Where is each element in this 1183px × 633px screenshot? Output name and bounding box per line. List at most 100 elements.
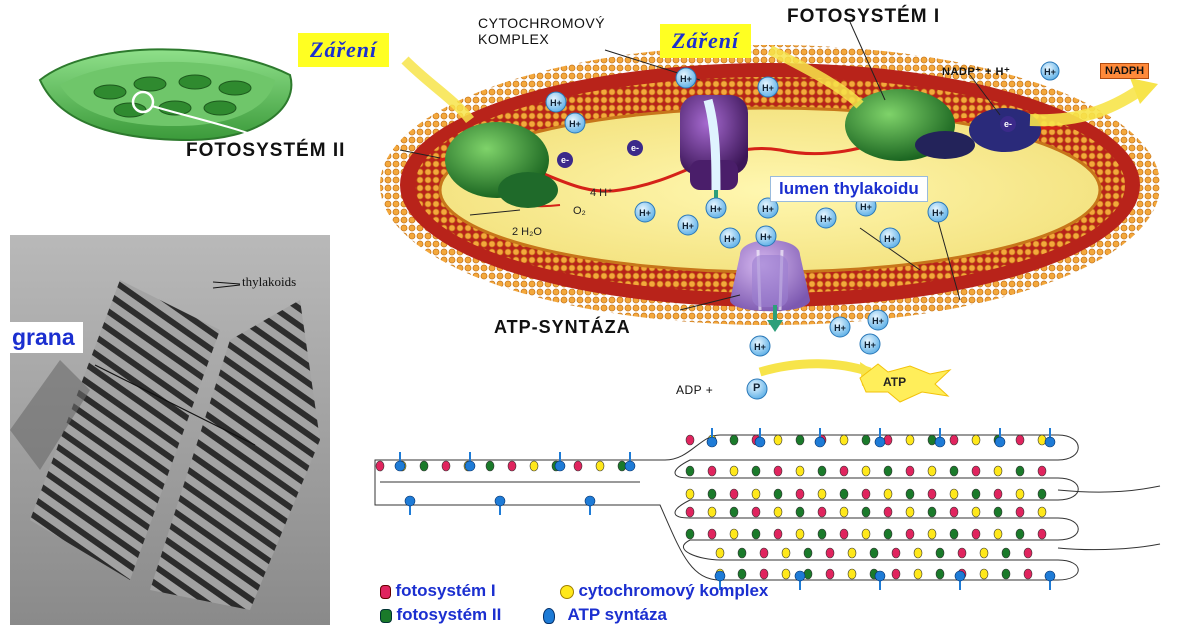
phosphate-label: P (753, 382, 760, 394)
membrane-protein-marker (804, 569, 812, 579)
membrane-protein-marker (782, 548, 790, 558)
membrane-protein-marker (950, 507, 958, 517)
membrane-protein-marker (730, 435, 738, 445)
membrane-protein-marker (848, 569, 856, 579)
oxygen-label: O₂ (573, 205, 586, 217)
membrane-protein-marker (686, 466, 694, 476)
membrane-protein-marker (936, 548, 944, 558)
membrane-protein-marker (782, 569, 790, 579)
membrane-protein-marker (1024, 569, 1032, 579)
membrane-protein-marker (884, 466, 892, 476)
membrane-protein-marker (906, 489, 914, 499)
atp-synthase-marker (585, 496, 595, 515)
membrane-protein-marker (818, 489, 826, 499)
membrane-protein-marker (1038, 489, 1046, 499)
membrane-protein-marker (950, 489, 958, 499)
membrane-protein-marker (972, 529, 980, 539)
legend-item-photosystem-i: fotosystém I (380, 581, 496, 601)
atp-synthase-label: ATP-SYNTÁZA (494, 317, 631, 338)
membrane-protein-marker (980, 548, 988, 558)
membrane-protein-marker (420, 461, 428, 471)
atp-synthase-marker (1045, 428, 1055, 447)
membrane-protein-marker (884, 435, 892, 445)
membrane-protein-marker (796, 435, 804, 445)
membrane-protein-marker (972, 489, 980, 499)
membrane-protein-marker (906, 435, 914, 445)
membrane-protein-marker (774, 466, 782, 476)
membrane-protein-marker (1038, 507, 1046, 517)
membrane-protein-marker (884, 507, 892, 517)
membrane-protein-marker (796, 466, 804, 476)
membrane-protein-marker (730, 489, 738, 499)
membrane-protein-marker (760, 548, 768, 558)
legend-label: cytochromový komplex (578, 581, 768, 600)
atp-synthase-marker (795, 571, 805, 590)
membrane-protein-marker (884, 489, 892, 499)
membrane-protein-marker (774, 435, 782, 445)
membrane-protein-marker (1038, 435, 1046, 445)
membrane-protein-marker (826, 569, 834, 579)
membrane-protein-marker (738, 569, 746, 579)
membrane-protein-marker (862, 435, 870, 445)
atp-synthase-marker (405, 496, 415, 515)
photosystem-ii-label: FOTOSYSTÉM II (186, 140, 345, 162)
membrane-protein-marker (708, 507, 716, 517)
membrane-protein-marker (730, 529, 738, 539)
membrane-protein-marker (906, 507, 914, 517)
cytochrome-complex-label: CYTOCHROMOVÝ KOMPLEX (478, 15, 628, 47)
radiation-label-left: Záření (298, 33, 389, 67)
membrane-protein-marker (950, 529, 958, 539)
membrane-protein-marker (442, 461, 450, 471)
membrane-protein-marker (730, 507, 738, 517)
membrane-protein-marker (936, 569, 944, 579)
membrane-protein-marker (1016, 507, 1024, 517)
membrane-protein-marker (716, 548, 724, 558)
membrane-protein-marker (686, 529, 694, 539)
membrane-protein-marker (840, 489, 848, 499)
membrane-protein-marker (596, 461, 604, 471)
membrane-protein-marker (1002, 548, 1010, 558)
membrane-protein-marker (760, 569, 768, 579)
membrane-protein-marker (980, 569, 988, 579)
membrane-protein-marker (950, 466, 958, 476)
membrane-protein-marker (994, 507, 1002, 517)
radiation-label-right: Záření (660, 24, 751, 58)
membrane-protein-marker (914, 569, 922, 579)
membrane-protein-marker (884, 529, 892, 539)
membrane-protein-marker (906, 529, 914, 539)
adp-equation: ADP + (676, 382, 713, 398)
thylakoids-label: thylakoids (242, 274, 296, 290)
membrane-protein-marker (1016, 435, 1024, 445)
membrane-protein-marker (826, 548, 834, 558)
membrane-protein-marker (752, 507, 760, 517)
membrane-protein-marker (928, 435, 936, 445)
atp-label: ATP (883, 375, 906, 389)
membrane-protein-marker (994, 529, 1002, 539)
membrane-protein-marker (686, 435, 694, 445)
membrane-protein-marker (928, 529, 936, 539)
membrane-protein-marker (870, 548, 878, 558)
legend-label: fotosystém I (395, 581, 495, 600)
membrane-protein-marker (818, 466, 826, 476)
atp-synthase-marker (875, 428, 885, 447)
atp-synthase-marker (1045, 571, 1055, 590)
membrane-protein-marker (994, 489, 1002, 499)
membrane-protein-marker (928, 466, 936, 476)
membrane-protein-marker (914, 548, 922, 558)
membrane-protein-marker (862, 466, 870, 476)
membrane-protein-marker (730, 466, 738, 476)
membrane-protein-marker (862, 507, 870, 517)
membrane-protein-marker (862, 529, 870, 539)
membrane-protein-marker (958, 548, 966, 558)
atp-synthase-marker (625, 452, 635, 471)
legend-label: ATP syntáza (567, 605, 667, 624)
membrane-protein-marker (840, 529, 848, 539)
membrane-protein-marker (796, 489, 804, 499)
membrane-protein-marker (1016, 529, 1024, 539)
membrane-protein-marker (796, 507, 804, 517)
atp-synthase-marker (935, 428, 945, 447)
membrane-protein-marker (840, 507, 848, 517)
membrane-protein-marker (840, 435, 848, 445)
four-protons-label: 4 H⁺ (590, 186, 613, 199)
membrane-protein-marker (774, 489, 782, 499)
